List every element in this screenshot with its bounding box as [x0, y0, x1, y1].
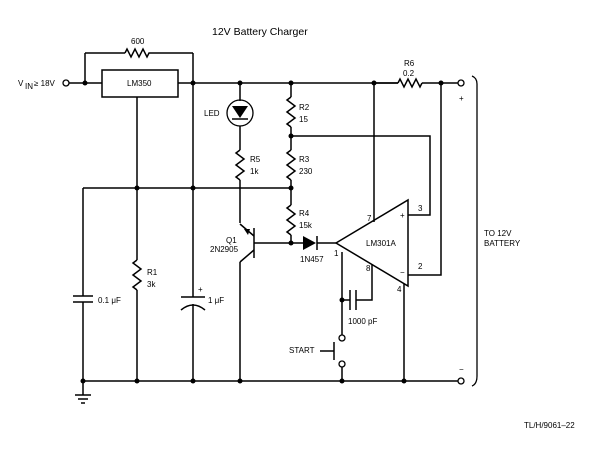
feedback-wire [291, 135, 431, 216]
capacitor-0-1uf [73, 188, 93, 381]
r3-name: R3 [299, 155, 310, 164]
r4-value: 15k [299, 221, 313, 230]
start-switch [320, 334, 346, 381]
junction-dots [80, 80, 444, 384]
vin-sub: IN [25, 82, 33, 91]
resistor-r5 [234, 149, 246, 181]
battery-label-line2: BATTERY [484, 239, 521, 248]
r2-name: R2 [299, 103, 310, 112]
resistor-r2 [285, 96, 297, 128]
cap-1uf-label: 1 μF [208, 296, 224, 305]
q1-name: Q1 [226, 236, 237, 245]
output-minus-sign: − [459, 365, 464, 374]
figure-id: TL/H/9061–22 [524, 421, 575, 430]
q1-part: 2N2905 [210, 245, 239, 254]
resistor-r6 [397, 77, 423, 89]
led-label: LED [204, 109, 220, 118]
r1-value: 3k [147, 280, 156, 289]
resistor-600 [124, 47, 151, 59]
opamp-label: LM301A [366, 239, 396, 248]
pin-7: 7 [367, 214, 372, 223]
output-plus-terminal [457, 79, 465, 87]
start-label: START [289, 346, 315, 355]
cap-1uf-plus: + [198, 285, 203, 294]
r5-value: 1k [250, 167, 259, 176]
diode-label: 1N457 [300, 255, 324, 264]
output-minus-terminal [457, 377, 465, 385]
input-label: V IN ≥ 18V [18, 79, 56, 91]
cap-1000pf-label: 1000 pF [348, 317, 377, 326]
opamp-output-wire [408, 83, 442, 276]
r1-name: R1 [147, 268, 158, 277]
resistor-r1 [131, 259, 143, 291]
lm350-label: LM350 [127, 79, 152, 88]
pin-3: 3 [418, 204, 423, 213]
r3-value: 230 [299, 167, 313, 176]
lm350-regulator [101, 69, 179, 98]
led [226, 83, 254, 150]
ground-symbol [75, 381, 91, 404]
diode-1n457 [291, 236, 336, 250]
diagram-title: 12V Battery Charger [212, 26, 308, 38]
transistor-q1 [239, 223, 291, 381]
opamp-plus: + [400, 211, 405, 220]
input-wiring [69, 52, 398, 84]
r6-name: R6 [404, 59, 415, 68]
r6-value: 0.2 [403, 69, 415, 78]
r2-value: 15 [299, 115, 308, 124]
input-terminal [62, 79, 70, 87]
opamp-minus: − [400, 268, 405, 277]
cap-0-1uf-label: 0.1 μF [98, 296, 121, 305]
battery-label-line1: TO 12V [484, 229, 512, 238]
vin-rest: ≥ 18V [34, 79, 56, 88]
pin-4: 4 [397, 285, 402, 294]
resistor-600-label: 600 [131, 37, 145, 46]
resistor-r4 [285, 204, 297, 236]
pin-2: 2 [418, 262, 423, 271]
resistor-r3 [285, 149, 297, 181]
r5-name: R5 [250, 155, 261, 164]
pin-1: 1 [334, 249, 339, 258]
vin-v: V [18, 79, 24, 88]
capacitor-1uf [180, 83, 206, 381]
r4-name: R4 [299, 209, 310, 218]
pin-8: 8 [366, 264, 371, 273]
battery-bracket [471, 75, 478, 387]
output-plus-sign: + [459, 94, 464, 103]
